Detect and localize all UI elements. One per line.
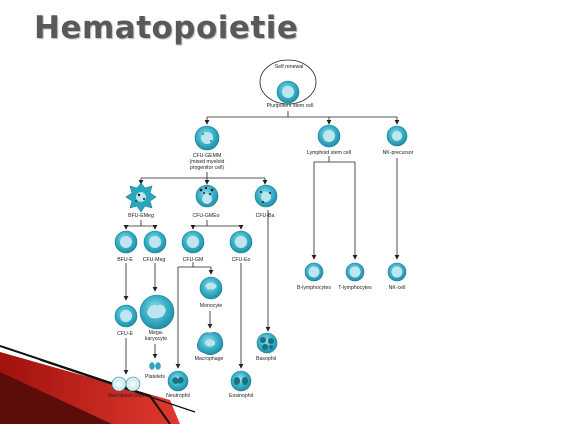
monocyte-cell <box>199 276 223 300</box>
eosinophil-cell <box>230 370 252 392</box>
cfu-gemm-sub2: progenitor cell) <box>190 165 225 171</box>
lymphoid-stem-label: Lymphoid stem cell <box>307 150 351 156</box>
eosinophil-label: Eosinophil <box>229 393 253 399</box>
bfu-e-label: BFU-E <box>117 257 133 263</box>
macrophage-label: Macrophage <box>195 356 224 362</box>
pluripotent-stem-cell <box>259 59 317 105</box>
self-renewal-label: Self renewal <box>275 64 304 70</box>
cfu-meg-label: CFU-Meg <box>143 257 166 263</box>
platelets-cell <box>149 362 161 370</box>
cfu-gemm-sub1: (mixed myeloid <box>190 159 225 165</box>
nk-cell-label: NK-cell <box>389 285 406 291</box>
cfu-gemm-cell <box>194 125 220 151</box>
red-blood-cells-label: Red blood cells <box>108 393 144 399</box>
platelets-label: Platelets <box>145 374 165 380</box>
cfu-gm-cell <box>181 230 205 254</box>
pluripotent-label: Pluripotent stem cell <box>267 103 314 109</box>
neutrophil-cell <box>167 370 189 392</box>
megakaryocyte-label-2: karyocyte <box>145 336 167 342</box>
basophil-label: Basophil <box>256 356 276 362</box>
nk-precursor-label: NK-precursor <box>383 150 414 156</box>
red-blood-cells <box>111 376 141 392</box>
cfu-meg-cell <box>143 230 167 254</box>
megakaryocyte-label-1: Mega- <box>149 330 164 336</box>
t-lymphocyte-cell <box>345 262 365 282</box>
b-lymphocyte-cell <box>304 262 324 282</box>
cfu-gmeo-cell <box>195 184 219 208</box>
decorative-swoosh <box>0 345 196 424</box>
monocyte-label: Monocyte <box>200 303 223 309</box>
cfu-gmeo-label: CFU-GMEo <box>192 213 219 219</box>
self-renewal-loop <box>259 59 317 105</box>
cfu-eo-cell <box>229 230 253 254</box>
cfu-gemm-label: CFU-GEMM <box>193 153 222 159</box>
cfu-e-label: CFU-E <box>117 331 133 337</box>
megakaryocyte-cell <box>139 294 175 330</box>
connector-lines <box>123 111 400 375</box>
t-lymphocytes-label: T-lymphocytes <box>338 285 372 291</box>
cfu-gm-label: CFU-GM <box>183 257 204 263</box>
cfu-ba-label: CFU-Ba <box>256 213 275 219</box>
bfu-e-cell <box>114 230 138 254</box>
basophil-cell <box>256 332 278 354</box>
neutrophil-label: Neutrophil <box>166 393 190 399</box>
nk-cell <box>387 262 407 282</box>
b-lymphocytes-label: B-lymphocytes <box>297 285 331 291</box>
nk-precursor-cell <box>386 125 408 147</box>
slide-title: Hematopoietie <box>34 10 299 46</box>
bfu-emeg-label: BFU-EMeg <box>128 213 154 219</box>
lymphoid-stem-cell <box>317 124 341 148</box>
bfu-emeg-cell <box>125 182 157 213</box>
cfu-ba-cell <box>254 184 278 208</box>
cfu-eo-label: CFU-Eo <box>232 257 251 263</box>
macrophage-cell <box>196 331 224 356</box>
cfu-e-cell <box>114 304 138 328</box>
